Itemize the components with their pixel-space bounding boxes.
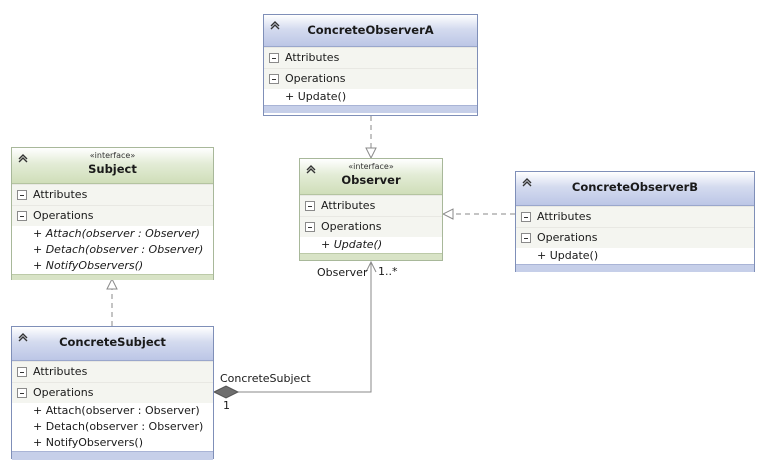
attributes-section[interactable]: Attributes [12,361,213,382]
navigability-arrow-head [365,260,377,273]
composition-diamond [212,385,240,399]
class-name: ConcreteObserverB [571,180,699,194]
class-name: ConcreteSubject [59,335,166,349]
class-footer [264,105,477,113]
class-header[interactable]: ConcreteSubject [12,327,213,361]
collapse-box-icon[interactable] [17,388,27,398]
operations-section[interactable]: Operations [12,205,213,226]
interface-subject[interactable]: «interface» Subject Attributes Operation… [11,147,214,280]
operation[interactable]: + Update() [285,90,347,103]
collapse-box-icon[interactable] [305,222,315,232]
observer-multiplicity-label: 1..* [378,265,398,278]
class-name: Subject [88,162,137,176]
class-header[interactable]: «interface» Observer [300,159,442,195]
class-footer [516,264,754,272]
operation[interactable]: + Detach(observer : Observer) [33,243,204,256]
operations-section[interactable]: Operations [12,382,213,403]
class-name: ConcreteObserverA [307,23,434,37]
class-footer [300,253,442,260]
operation[interactable]: + Update() [321,238,383,251]
class-concrete-subject[interactable]: ConcreteSubject Attributes Operations + … [11,326,214,460]
operations-section[interactable]: Operations [300,216,442,237]
collapse-chevron-icon[interactable] [521,176,533,188]
collapse-box-icon[interactable] [521,212,531,222]
observer-role-label: Observer [317,266,368,279]
class-concrete-observer-a[interactable]: ConcreteObserverA Attributes Operations … [263,14,478,116]
class-header[interactable]: «interface» Subject [12,148,213,184]
class-footer [12,274,213,280]
operations-section[interactable]: Operations [516,227,754,248]
stereotype-label: «interface» [89,151,136,160]
operation[interactable]: + Detach(observer : Observer) [33,420,204,433]
collapse-chevron-icon[interactable] [305,163,317,175]
attributes-section[interactable]: Attributes [300,195,442,216]
attributes-section[interactable]: Attributes [12,184,213,205]
operations-section[interactable]: Operations [264,68,477,89]
class-footer [12,451,213,460]
collapse-box-icon[interactable] [269,74,279,84]
composition-association[interactable] [238,262,372,393]
collapse-chevron-icon[interactable] [269,19,281,31]
class-header[interactable]: ConcreteObserverA [264,15,477,47]
collapse-box-icon[interactable] [269,53,279,63]
class-header[interactable]: ConcreteObserverB [516,172,754,206]
collapse-box-icon[interactable] [17,190,27,200]
subject-role-label: ConcreteSubject [220,372,311,385]
class-concrete-observer-b[interactable]: ConcreteObserverB Attributes Operations … [515,171,755,272]
operation[interactable]: + Update() [537,249,599,262]
attributes-section[interactable]: Attributes [516,206,754,227]
collapse-box-icon[interactable] [17,211,27,221]
attributes-section[interactable]: Attributes [264,47,477,68]
operation[interactable]: + Attach(observer : Observer) [33,404,200,417]
collapse-box-icon[interactable] [17,367,27,377]
operation[interactable]: + Attach(observer : Observer) [33,227,200,240]
collapse-chevron-icon[interactable] [17,331,29,343]
operation[interactable]: + NotifyObservers() [33,436,144,449]
interface-observer[interactable]: «interface» Observer Attributes Operatio… [299,158,443,261]
collapse-chevron-icon[interactable] [17,152,29,164]
operation[interactable]: + NotifyObservers() [33,259,144,272]
class-name: Observer [341,173,401,187]
subject-multiplicity-label: 1 [223,399,230,412]
collapse-box-icon[interactable] [305,201,315,211]
collapse-box-icon[interactable] [521,233,531,243]
stereotype-label: «interface» [348,162,394,171]
